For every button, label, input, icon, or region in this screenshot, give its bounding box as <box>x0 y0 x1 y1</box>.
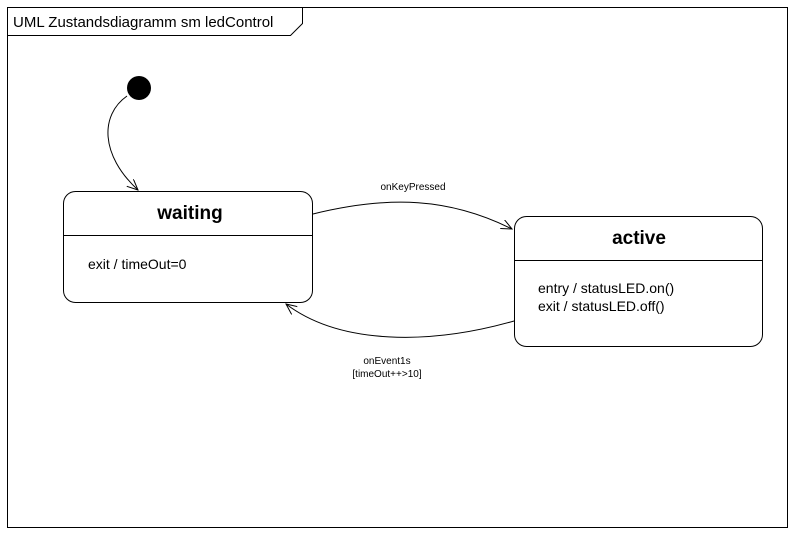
state-waiting-activity: exit / timeOut=0 <box>88 256 187 272</box>
state-active-entry-activity: entry / statusLED.on() <box>538 280 674 296</box>
initial-state-node[interactable] <box>127 76 151 100</box>
state-active[interactable]: active entry / statusLED.on() exit / sta… <box>514 216 763 347</box>
state-active-exit-activity: exit / statusLED.off() <box>538 298 665 314</box>
diagram-frame <box>7 7 788 528</box>
state-active-name: active <box>612 228 666 249</box>
frame-title: UML Zustandsdiagramm sm ledControl <box>13 14 273 31</box>
transition-to-active-label: onKeyPressed <box>380 182 445 193</box>
transition-to-waiting-guard: [timeOut++>10] <box>352 369 421 380</box>
initial-transition-arrow <box>107 95 138 190</box>
state-waiting[interactable]: waiting exit / timeOut=0 <box>63 191 313 303</box>
state-waiting-name: waiting <box>156 203 222 224</box>
frame-title-tab <box>7 7 303 36</box>
transition-to-waiting-event: onEvent1s <box>363 356 410 367</box>
transition-active-to-waiting[interactable] <box>286 304 515 338</box>
transition-waiting-to-active[interactable] <box>312 201 512 229</box>
